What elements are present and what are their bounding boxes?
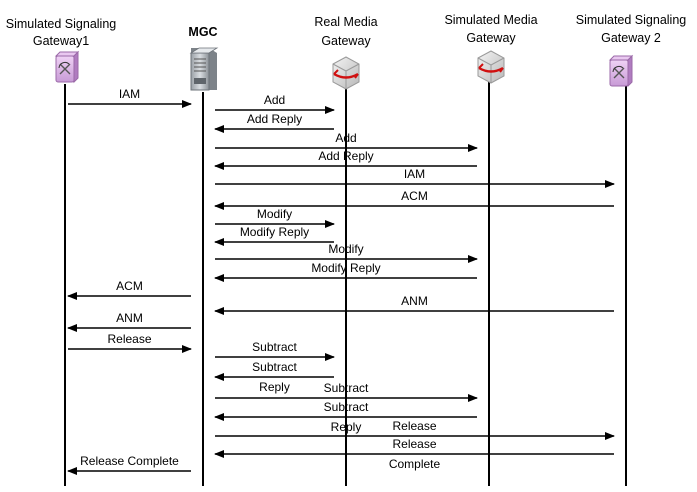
message-label: Add [264, 93, 285, 107]
message: Release Complete [67, 454, 191, 475]
actor-title-line: Gateway [466, 31, 516, 45]
actor-mgc-title: MGC [188, 25, 217, 39]
message-label: Release [392, 437, 436, 451]
actor-title-line: Gateway1 [33, 34, 89, 48]
actor-rmg-title: Real Media Gateway [314, 15, 377, 48]
signaling-gateway-icon [608, 54, 634, 88]
message-label: Modify Reply [240, 225, 309, 239]
message: Add Reply [214, 149, 477, 170]
message: Release [215, 419, 615, 440]
message-label: IAM [119, 87, 140, 101]
message: Modify Reply [214, 261, 477, 282]
actor-sg2-title: Simulated Signaling Gateway 2 [576, 13, 687, 45]
message: Modify [215, 242, 478, 263]
message-label: Reply [259, 380, 290, 394]
message-label: Subtract [252, 340, 297, 354]
message-label: ACM [401, 189, 428, 203]
media-gateway-icon [332, 56, 360, 90]
message-label: Modify [328, 242, 363, 256]
message-label: Modify Reply [311, 261, 380, 275]
message: ANM [67, 311, 191, 332]
media-gateway-icon [477, 50, 505, 84]
actor-title-line: Gateway 2 [601, 31, 661, 45]
actor-sg1-title: Simulated Signaling Gateway1 [6, 17, 117, 48]
message-label: ACM [116, 279, 143, 293]
message: Modify [215, 207, 335, 228]
message-label: ANM [401, 294, 428, 308]
message: Add Reply [214, 112, 334, 133]
message: Add [215, 93, 335, 114]
actor-title-line: MGC [188, 25, 217, 39]
message-label: Add Reply [247, 112, 302, 126]
message: Add [215, 131, 478, 152]
signaling-gateway-icon [54, 50, 80, 84]
actor-title-line: Simulated Signaling [576, 13, 687, 27]
actor-title-line: Simulated Media [444, 13, 537, 27]
message-label: Subtract [252, 360, 297, 374]
message: ANM [214, 294, 614, 315]
message-label: Subtract [324, 400, 369, 414]
message-label: IAM [404, 167, 425, 181]
message-label: Add [335, 131, 356, 145]
actor-title-line: Gateway [321, 34, 371, 48]
message-label: Modify [257, 207, 292, 221]
message-label: Release [107, 332, 151, 346]
message: ACM [214, 189, 614, 210]
message: Subtract [215, 340, 335, 361]
message-label: Release [392, 419, 436, 433]
message-label: ANM [116, 311, 143, 325]
message-label: Add Reply [318, 149, 373, 163]
message: ACM [67, 279, 191, 300]
message: IAM [215, 167, 615, 188]
message: Release [68, 332, 192, 353]
message-label: Release Complete [80, 454, 179, 468]
message: IAM [68, 87, 192, 108]
actor-smg-title: Simulated Media Gateway [444, 13, 537, 45]
message-label: Reply [331, 420, 362, 434]
message: Modify Reply [214, 225, 334, 246]
server-icon [189, 47, 219, 91]
message-label: Subtract [324, 381, 369, 395]
message: Subtract [215, 381, 478, 402]
message-label: Complete [389, 457, 441, 471]
actor-title-line: Real Media [314, 15, 377, 29]
actor-title-line: Simulated Signaling [6, 17, 117, 31]
